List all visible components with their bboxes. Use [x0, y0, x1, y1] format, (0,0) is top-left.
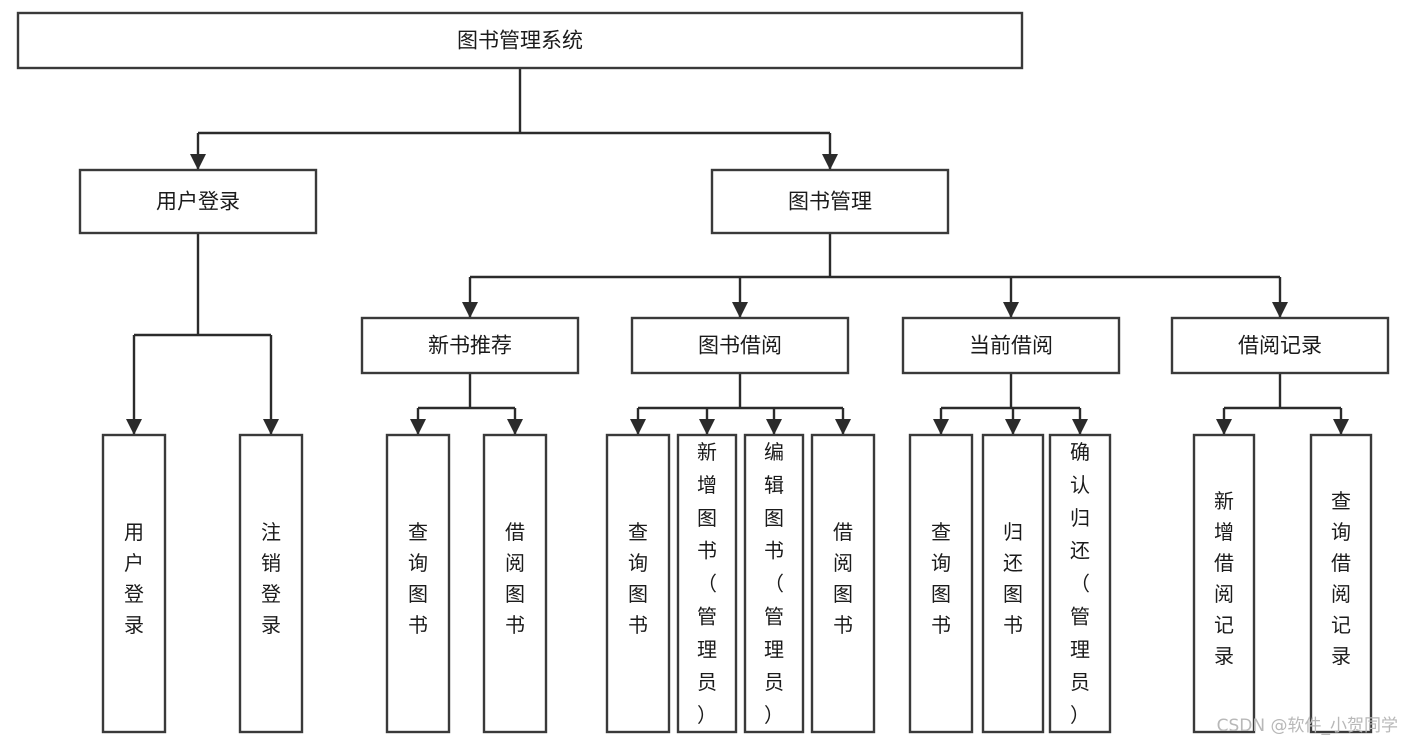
node-box-book-manage[interactable] [710, 168, 950, 235]
node-box-leaf-add-borrow-record[interactable] [1192, 433, 1256, 734]
node-label-leaf-borrow-book-1: 借阅图书 [505, 520, 525, 637]
node-label-user-login: 用户登录 [156, 190, 240, 214]
node-box-root[interactable] [16, 11, 1024, 70]
arrow-head-leaf-query-book-2 [630, 419, 646, 435]
node-label-leaf-add-book: 新增图书（管理员） [697, 440, 717, 727]
node-label-borrow-record: 借阅记录 [1238, 334, 1322, 358]
node-label-leaf-query-book-1: 查询图书 [408, 520, 428, 637]
arrow-head-borrow-record [1272, 302, 1288, 318]
arrow-head-leaf-return-book [1005, 419, 1021, 435]
node-box-leaf-edit-book[interactable] [743, 433, 805, 734]
node-leaf-query-book-2[interactable]: 查询图书 [605, 433, 671, 734]
arrow-head-leaf-add-borrow-record [1216, 419, 1232, 435]
node-leaf-add-book[interactable]: 新增图书（管理员） [676, 433, 738, 734]
node-layer: 图书管理系统用户登录图书管理新书推荐图书借阅当前借阅借阅记录用户登录注销登录查询… [16, 11, 1390, 734]
node-box-leaf-add-book[interactable] [676, 433, 738, 734]
node-box-leaf-query-borrow-record[interactable] [1309, 433, 1373, 734]
node-box-leaf-return-book[interactable] [981, 433, 1045, 734]
arrow-head-leaf-query-borrow-record [1333, 419, 1349, 435]
node-label-leaf-user-login: 用户登录 [124, 520, 144, 637]
node-label-book-borrow: 图书借阅 [698, 334, 782, 358]
node-box-leaf-borrow-book-2[interactable] [810, 433, 876, 734]
node-leaf-confirm-return[interactable]: 确认归还（管理员） [1048, 433, 1112, 734]
node-leaf-user-logout[interactable]: 注销登录 [238, 433, 304, 734]
node-user-login[interactable]: 用户登录 [78, 168, 318, 235]
node-leaf-borrow-book-1[interactable]: 借阅图书 [482, 433, 548, 734]
node-box-borrow-record[interactable] [1170, 316, 1390, 375]
node-box-leaf-user-login[interactable] [101, 433, 167, 734]
node-box-leaf-query-book-3[interactable] [908, 433, 974, 734]
node-label-book-manage: 图书管理 [788, 190, 872, 214]
node-box-leaf-query-book-2[interactable] [605, 433, 671, 734]
node-leaf-edit-book[interactable]: 编辑图书（管理员） [743, 433, 805, 734]
arrow-head-user-login [190, 154, 206, 170]
node-book-borrow[interactable]: 图书借阅 [630, 316, 850, 375]
node-label-leaf-query-borrow-record: 查询借阅记录 [1331, 489, 1351, 668]
node-box-leaf-borrow-book-1[interactable] [482, 433, 548, 734]
node-label-new-book-recommend: 新书推荐 [428, 334, 512, 358]
arrow-head-leaf-add-book [699, 419, 715, 435]
arrow-head-book-manage [822, 154, 838, 170]
node-label-leaf-confirm-return: 确认归还（管理员） [1070, 440, 1090, 727]
arrow-head-leaf-borrow-book-1 [507, 419, 523, 435]
node-label-leaf-return-book: 归还图书 [1003, 520, 1023, 637]
arrow-head-leaf-query-book-3 [933, 419, 949, 435]
node-leaf-return-book[interactable]: 归还图书 [981, 433, 1045, 734]
node-box-book-borrow[interactable] [630, 316, 850, 375]
node-leaf-query-borrow-record[interactable]: 查询借阅记录 [1309, 433, 1373, 734]
node-label-leaf-user-logout: 注销登录 [261, 520, 281, 637]
node-label-leaf-borrow-book-2: 借阅图书 [833, 520, 853, 637]
node-label-current-borrow: 当前借阅 [969, 334, 1053, 358]
connector-layer [126, 68, 1349, 435]
node-box-leaf-confirm-return[interactable] [1048, 433, 1112, 734]
node-box-new-book-recommend[interactable] [360, 316, 580, 375]
arrow-head-leaf-borrow-book-2 [835, 419, 851, 435]
node-label-leaf-query-book-2: 查询图书 [628, 520, 648, 637]
node-current-borrow[interactable]: 当前借阅 [901, 316, 1121, 375]
arrow-head-leaf-user-logout [263, 419, 279, 435]
node-root[interactable]: 图书管理系统 [16, 11, 1024, 70]
node-box-user-login[interactable] [78, 168, 318, 235]
node-new-book-recommend[interactable]: 新书推荐 [360, 316, 580, 375]
node-book-manage[interactable]: 图书管理 [710, 168, 950, 235]
node-box-leaf-user-logout[interactable] [238, 433, 304, 734]
node-box-leaf-query-book-1[interactable] [385, 433, 451, 734]
arrow-head-leaf-query-book-1 [410, 419, 426, 435]
node-label-leaf-add-borrow-record: 新增借阅记录 [1214, 489, 1234, 668]
node-leaf-borrow-book-2[interactable]: 借阅图书 [810, 433, 876, 734]
arrow-head-current-borrow [1003, 302, 1019, 318]
arrow-head-leaf-user-login [126, 419, 142, 435]
csdn-watermark: CSDN @软件_小贺同学 [1217, 716, 1398, 736]
node-label-leaf-edit-book: 编辑图书（管理员） [764, 440, 784, 727]
node-box-current-borrow[interactable] [901, 316, 1121, 375]
arrow-head-new-book-recommend [462, 302, 478, 318]
node-leaf-query-book-3[interactable]: 查询图书 [908, 433, 974, 734]
node-label-root: 图书管理系统 [457, 29, 583, 53]
arrow-head-leaf-confirm-return [1072, 419, 1088, 435]
node-borrow-record[interactable]: 借阅记录 [1170, 316, 1390, 375]
node-leaf-add-borrow-record[interactable]: 新增借阅记录 [1192, 433, 1256, 734]
arrow-head-book-borrow [732, 302, 748, 318]
node-label-leaf-query-book-3: 查询图书 [931, 520, 951, 637]
node-leaf-query-book-1[interactable]: 查询图书 [385, 433, 451, 734]
arrow-head-leaf-edit-book [766, 419, 782, 435]
node-leaf-user-login[interactable]: 用户登录 [101, 433, 167, 734]
